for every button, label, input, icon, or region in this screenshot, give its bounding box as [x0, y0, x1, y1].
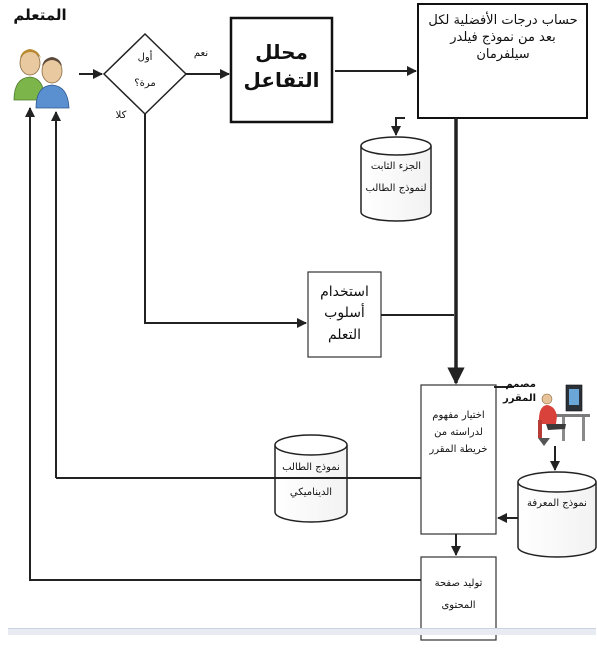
concept-selection-box	[420, 384, 497, 535]
static-model-line2: لنموذج الطالب	[365, 183, 427, 194]
preference-score-text: حساب درجات الأفضلية لكل بعد من نموذج فيل…	[428, 13, 578, 62]
yes-label: نعم	[193, 48, 209, 59]
preference-score-box	[417, 3, 588, 119]
knowledge-model-text: نموذج المعرفة	[527, 498, 587, 509]
decision-question-line1: أول	[137, 52, 153, 63]
concept-selection-text: اختيار مفهوم لدراسته من خريطة المقرر	[429, 410, 488, 455]
decision-question-line2: مرة؟	[134, 78, 156, 89]
bottom-rule	[8, 628, 596, 635]
connectors	[25, 66, 560, 581]
static-model-cylinder	[360, 136, 432, 222]
content-page-box	[420, 556, 497, 641]
designer-line1: مصمم	[505, 379, 536, 390]
knowledge-model-cylinder	[517, 471, 597, 558]
interaction-analyzer-box	[229, 16, 334, 124]
learning-style-line2: أسلوب	[324, 305, 365, 321]
content-page-line1: توليد صفحة	[434, 578, 483, 589]
learner-label: المتعلم	[13, 6, 67, 24]
interaction-line1: محلل	[255, 40, 308, 64]
learner-icon	[13, 49, 70, 109]
learning-style-line1: استخدام	[320, 284, 369, 300]
dynamic-model-line2: الديناميكي	[289, 487, 333, 498]
learning-style-line3: التعلم	[327, 327, 362, 343]
decision-diamond	[102, 32, 188, 116]
designer-icon	[538, 384, 590, 446]
no-label: كلا	[115, 110, 127, 121]
dynamic-model-cylinder	[274, 434, 348, 523]
interaction-line2: التفاعل	[243, 68, 320, 92]
designer-line2: المقرر	[502, 393, 536, 404]
content-page-line2: المحتوى	[441, 600, 476, 611]
dynamic-model-line1: نموذج الطالب	[282, 462, 340, 473]
static-model-line1: الجزء الثابت	[370, 161, 422, 172]
